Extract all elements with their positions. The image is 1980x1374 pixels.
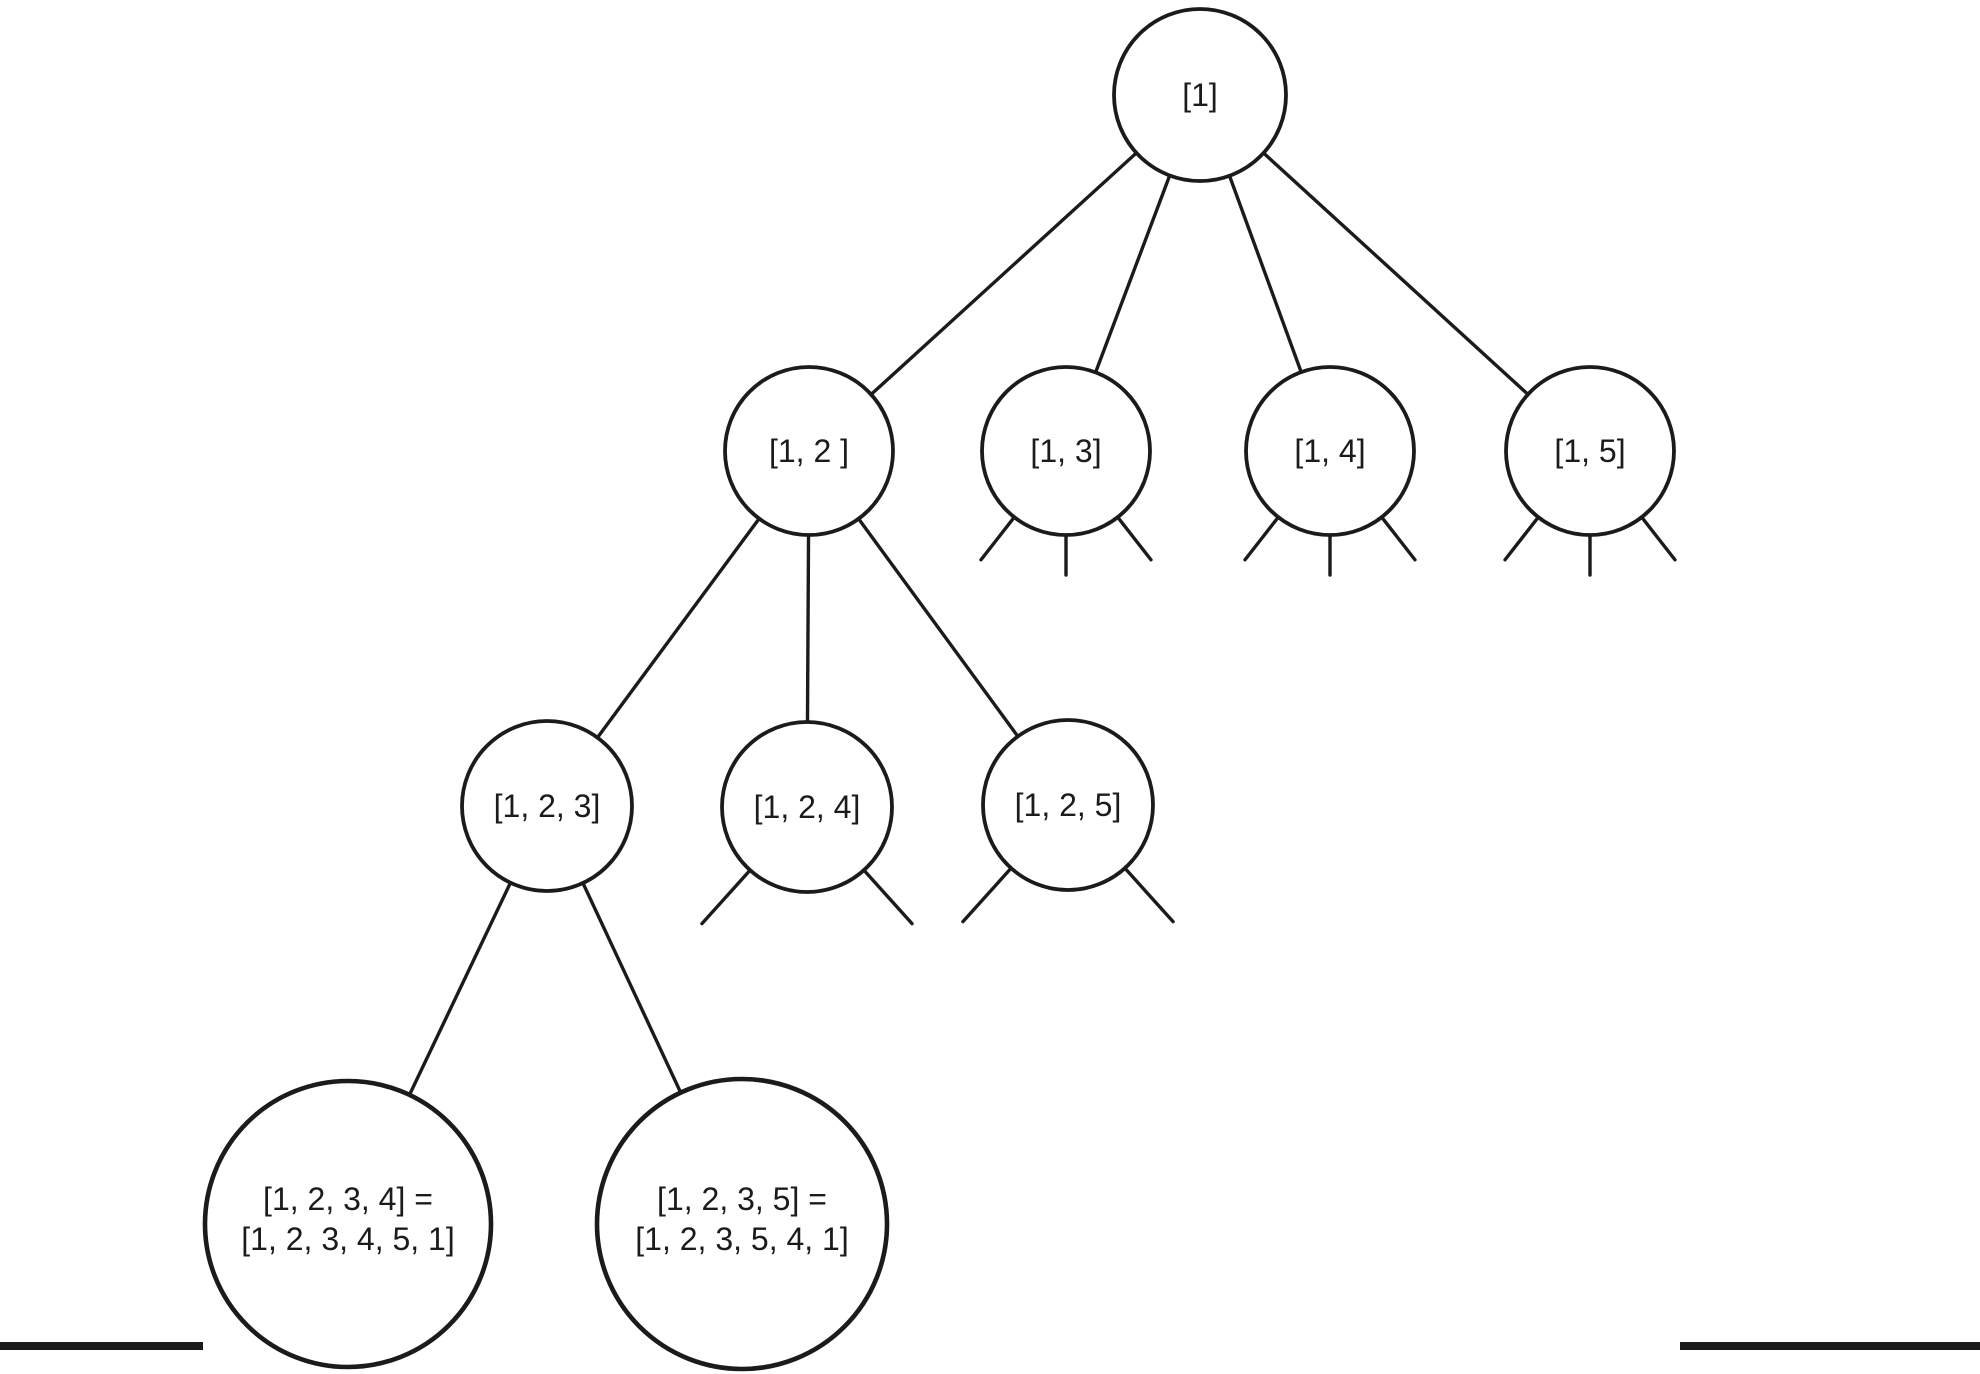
node-label-line-node-1-0: [1] (1182, 77, 1218, 113)
tree-node-node-1-2: [1, 2 ] (723, 365, 895, 537)
node-circle-node-1-4 (1244, 365, 1416, 537)
stub-tick-node-1-5-2 (1640, 515, 1677, 562)
node-circle-node-1-2-5 (981, 718, 1155, 892)
node-label-line-node-1-2-3-5-0: [1, 2, 3, 5] = (657, 1181, 827, 1217)
node-circle-node-1-2-3-4 (202, 1078, 494, 1370)
tree-node-node-1-2-5: [1, 2, 5] (981, 718, 1155, 892)
node-label-line-node-1-2-0: [1, 2 ] (769, 433, 849, 469)
stub-tick-node-1-2-5-0 (961, 866, 1013, 924)
node-circle-node-1-2-4 (720, 720, 894, 894)
tree-node-node-1-3: [1, 3] (980, 365, 1152, 537)
node-label-line-node-1-2-3-5-1: [1, 2, 3, 5, 4, 1] (635, 1221, 848, 1257)
node-label-node-1-2-4: [1, 2, 4] (754, 789, 861, 825)
node-label-node-1-2-5: [1, 2, 5] (1015, 787, 1122, 823)
bottom-left-bar (0, 1342, 203, 1350)
stub-tick-node-1-4-2 (1380, 515, 1417, 562)
node-label-line-node-1-5-0: [1, 5] (1554, 433, 1625, 469)
node-label-node-1-5: [1, 5] (1554, 433, 1625, 469)
stub-tick-node-1-2-5-1 (1123, 866, 1175, 924)
node-label-node-1: [1] (1182, 77, 1218, 113)
tree-node-node-1-2-3-5: [1, 2, 3, 5] = [1, 2, 3, 5, 4, 1] (594, 1076, 890, 1372)
tree-edge-node-1--node-1-2 (807, 93, 1202, 453)
stub-tick-node-1-2-4-1 (862, 868, 914, 926)
stub-tick-node-1-2-4-0 (700, 868, 752, 926)
tree-node-node-1-5: [1, 5] (1504, 365, 1676, 537)
node-label-node-1-2: [1, 2 ] (769, 433, 849, 469)
node-circle-node-1-2-3 (460, 719, 634, 893)
tree-node-node-1: [1] (1112, 7, 1288, 183)
node-circle-node-1-2 (723, 365, 895, 537)
node-label-node-1-2-3-4: [1, 2, 3, 4] = [1, 2, 3, 4, 5, 1] (241, 1181, 454, 1257)
node-label-node-1-2-3-5: [1, 2, 3, 5] = [1, 2, 3, 5, 4, 1] (635, 1181, 848, 1257)
tree-edge-node-1--node-1-5 (1198, 93, 1592, 453)
node-label-line-node-1-2-3-4-1: [1, 2, 3, 4, 5, 1] (241, 1221, 454, 1257)
tree-nodes: [1] [1, 2 ] [1, 3] [1, 4] [1, 5] [1, 2, 3] [1,… (202, 7, 1676, 1372)
tree-node-node-1-2-4: [1, 2, 4] (720, 720, 894, 894)
node-label-line-node-1-4-0: [1, 4] (1294, 433, 1365, 469)
stub-tick-node-1-5-0 (1503, 515, 1540, 562)
node-label-line-node-1-2-3-0: [1, 2, 3] (494, 788, 601, 824)
node-label-line-node-1-2-3-4-0: [1, 2, 3, 4] = (263, 1181, 433, 1217)
node-circle-node-1-3 (980, 365, 1152, 537)
node-label-line-node-1-2-4-0: [1, 2, 4] (754, 789, 861, 825)
tree-edges (346, 93, 1592, 1226)
node-label-node-1-2-3: [1, 2, 3] (494, 788, 601, 824)
stub-tick-node-1-3-2 (1116, 515, 1153, 562)
node-label-line-node-1-3-0: [1, 3] (1030, 433, 1101, 469)
stub-tick-node-1-4-0 (1243, 515, 1280, 562)
slide-border-bars (0, 1342, 1980, 1350)
node-circle-node-1-5 (1504, 365, 1676, 537)
node-label-node-1-3: [1, 3] (1030, 433, 1101, 469)
node-circle-node-1 (1112, 7, 1288, 183)
bottom-right-bar (1680, 1342, 1980, 1350)
tree-stub-ticks (700, 515, 1677, 926)
node-label-node-1-4: [1, 4] (1294, 433, 1365, 469)
stub-tick-node-1-3-0 (979, 515, 1016, 562)
tree-node-node-1-4: [1, 4] (1244, 365, 1416, 537)
tree-node-node-1-2-3-4: [1, 2, 3, 4] = [1, 2, 3, 4, 5, 1] (202, 1078, 494, 1370)
node-circle-node-1-2-3-5 (594, 1076, 890, 1372)
node-label-line-node-1-2-5-0: [1, 2, 5] (1015, 787, 1122, 823)
tree-node-node-1-2-3: [1, 2, 3] (460, 719, 634, 893)
